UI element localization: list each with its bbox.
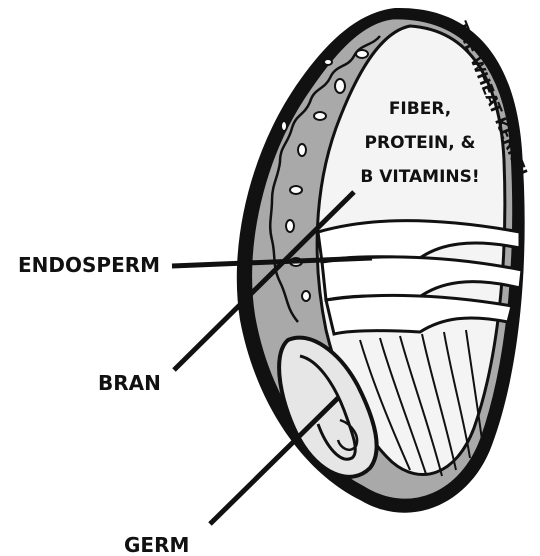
bran-label: BRAN (98, 371, 161, 395)
callout-line-2: PROTEIN, & (365, 133, 476, 153)
endosperm-layers (318, 221, 522, 334)
callout-line-1: FIBER, (389, 99, 451, 119)
germ-label: GERM (124, 533, 189, 556)
callout-line-3: B VITAMINS! (360, 167, 479, 187)
endosperm-label: ENDOSPERM (18, 253, 160, 277)
